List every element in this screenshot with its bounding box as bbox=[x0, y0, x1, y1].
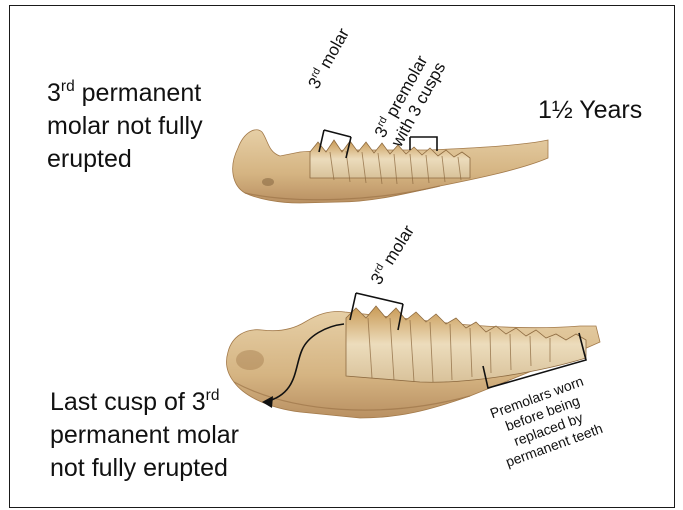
upper-note: 3rd permanent molar not fully erupted bbox=[47, 77, 203, 176]
upper-teeth bbox=[310, 140, 470, 184]
lower-note-line1: Last cusp of 3rd bbox=[50, 386, 239, 419]
lower-note-line3: not fully erupted bbox=[50, 452, 239, 485]
lower-note-line2: permanent molar bbox=[50, 419, 239, 452]
upper-note-line1-sup: rd bbox=[61, 78, 75, 95]
lower-note-line1-sup: rd bbox=[206, 387, 220, 404]
upper-note-line1-rest: permanent bbox=[75, 79, 201, 107]
upper-note-line1: 3rd permanent bbox=[47, 77, 203, 110]
lower-note: Last cusp of 3rd permanent molar not ful… bbox=[50, 386, 239, 485]
upper-note-line1-text: 3 bbox=[47, 79, 61, 107]
upper-note-line2: molar not fully bbox=[47, 110, 203, 143]
age-label: 1½ Years bbox=[538, 94, 642, 127]
lower-note-line1-text: Last cusp of 3 bbox=[50, 388, 206, 416]
upper-note-line3: erupted bbox=[47, 143, 203, 176]
